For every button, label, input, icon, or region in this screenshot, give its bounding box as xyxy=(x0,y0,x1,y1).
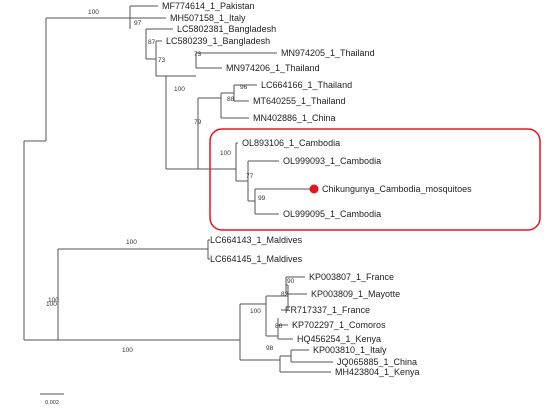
leaf-label: JQ065885_1_China xyxy=(337,357,417,367)
leaf-label: FR717337_1_France xyxy=(285,305,370,315)
leaf-label: MT640255_1_Thailand xyxy=(253,96,346,106)
leaf-label: MH507158_1_Italy xyxy=(170,13,246,23)
bootstrap-value: 100 xyxy=(122,347,133,354)
bootstrap-value: 87 xyxy=(148,39,156,46)
bootstrap-value: 100 xyxy=(220,150,231,157)
bootstrap-value: 100 xyxy=(46,301,57,308)
leaf-label: MN974205_1_Thailand xyxy=(281,48,375,58)
sample-marker-icon xyxy=(309,184,319,194)
bootstrap-value: 100 xyxy=(174,86,185,93)
bootstrap-value: 90 xyxy=(287,278,295,285)
scale-bar-label: 0.002 xyxy=(45,400,59,406)
leaf-label: MN974206_1_Thailand xyxy=(226,63,320,73)
bootstrap-value: 97 xyxy=(134,20,142,27)
leaf-label: OL999093_1_Cambodia xyxy=(283,156,381,166)
leaf-label: LC664166_1_Thailand xyxy=(261,80,352,90)
bootstrap-value: 99 xyxy=(258,195,266,202)
bootstrap-value: 73 xyxy=(158,57,166,64)
scale-bar: 0.002 xyxy=(40,393,64,406)
leaf-label: MN402886_1_China xyxy=(253,113,336,123)
leaf-label: Chikungunya_Cambodia_mosquitoes xyxy=(322,184,472,194)
bootstrap-value: 82 xyxy=(281,291,289,298)
leaf-label: OL999095_1_Cambodia xyxy=(283,209,381,219)
leaf-label: LC5802381_Bangladesh xyxy=(177,24,276,34)
bootstrap-value: 77 xyxy=(246,173,254,180)
bootstrap-value: 96 xyxy=(240,84,248,91)
bootstrap-value: 79 xyxy=(194,119,202,126)
bootstrap-value: 73 xyxy=(194,51,202,58)
bootstrap-value: 100 xyxy=(48,297,59,304)
bootstrap-value: 100 xyxy=(126,239,137,246)
bootstrap-value: 88 xyxy=(227,96,235,103)
leaf-label: LC580239_1_Bangladesh xyxy=(166,36,270,46)
leaf-label: HQ456254_1_Kenya xyxy=(297,334,381,344)
leaf-labels: MF774614_1_PakistanMH507158_1_ItalyLC580… xyxy=(162,1,472,377)
leaf-label: LC664145_1_Maldives xyxy=(210,254,303,264)
leaf-label: LC664143_1_Maldives xyxy=(210,235,303,245)
bootstrap-value: 98 xyxy=(266,345,274,352)
leaf-label: KP702297_1_Comoros xyxy=(292,320,386,330)
cambodia-clade-highlight-box xyxy=(209,128,541,231)
leaf-label: KP003810_1_Italy xyxy=(313,345,387,355)
bootstrap-value: 100 xyxy=(250,308,261,315)
leaf-label: KP003809_1_Mayotte xyxy=(311,289,400,299)
tree-branches xyxy=(23,5,333,373)
bootstrap-value: 100 xyxy=(88,9,99,16)
bootstrap-value: 86 xyxy=(275,323,283,330)
leaf-label: KP003807_1_France xyxy=(309,272,394,282)
leaf-label: MF774614_1_Pakistan xyxy=(162,1,255,11)
leaf-label: MH423804_1_Kenya xyxy=(335,367,420,377)
leaf-label: OL893106_1_Cambodia xyxy=(242,138,340,148)
